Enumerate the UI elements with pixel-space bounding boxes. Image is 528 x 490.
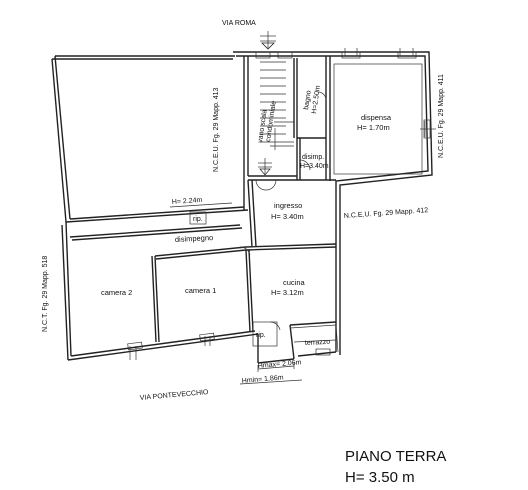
doors-and-windows — [127, 48, 436, 360]
outer-walls — [51, 51, 433, 364]
room-label-terrazzo: terrazzo — [305, 339, 331, 347]
neighbour-label-w: N.C.T. Fg. 29 Mapp. 518 — [42, 256, 49, 332]
street-label-via-roma: VIA ROMA — [222, 20, 256, 27]
room-label-ingresso-h: H= 3.40m — [271, 212, 304, 221]
room-label-stair-1: vano scala — [257, 109, 269, 143]
stair — [260, 61, 294, 150]
room-label-camera-1: camera 1 — [185, 286, 216, 295]
neighbour-label-nw: N.C.E.U. Fg. 29 Mapp. 413 — [213, 87, 220, 172]
dimension-label-hmin: Hmin= 1.86m — [242, 374, 284, 385]
dimension-label-hmax: Hmax= 2.06m — [258, 359, 302, 370]
room-label-cucina: cucina — [283, 278, 306, 287]
dimension-lines — [169, 202, 303, 385]
plan-title: PIANO TERRA — [345, 448, 446, 465]
room-label-rip-1: rip. — [193, 216, 203, 223]
room-label-bagno-h: H=2.50m — [311, 85, 322, 114]
terrazzo-outline — [289, 324, 339, 353]
neighbour-label-ne: N.C.E.U. Fg. 29 Mapp. 411 — [438, 74, 445, 158]
interior-walls — [65, 56, 423, 347]
room-label-ingresso: ingresso — [274, 201, 302, 210]
room-label-bagno: bagno — [303, 90, 313, 110]
room-label-disimpegno: disimpegno — [175, 233, 214, 244]
dimension-label-h224: H= 2.24m — [172, 197, 203, 206]
plan-height: H= 3.50 m — [345, 469, 415, 486]
room-label-cucina-h: H= 3.12m — [271, 288, 304, 297]
room-label-disimp-small-h: H=3.40m — [300, 163, 329, 170]
entrance-arrow-north — [260, 31, 276, 50]
room-label-dispensa-h: H= 1.70m — [357, 123, 390, 132]
room-label-disimp-small: disimp. — [302, 154, 324, 161]
room-label-dispensa: dispensa — [361, 113, 392, 122]
neighbour-label-e: N.C.E.U. Fg. 29 Mapp. 412 — [344, 207, 429, 220]
entrance-arrow-inner — [258, 158, 272, 176]
street-label-via-pontevecchio: VIA PONTEVECCHIO — [140, 389, 210, 402]
room-label-rip-2: rip. — [256, 332, 266, 339]
room-label-stair-2: condominiale — [265, 100, 278, 142]
room-label-camera-2: camera 2 — [101, 288, 132, 297]
